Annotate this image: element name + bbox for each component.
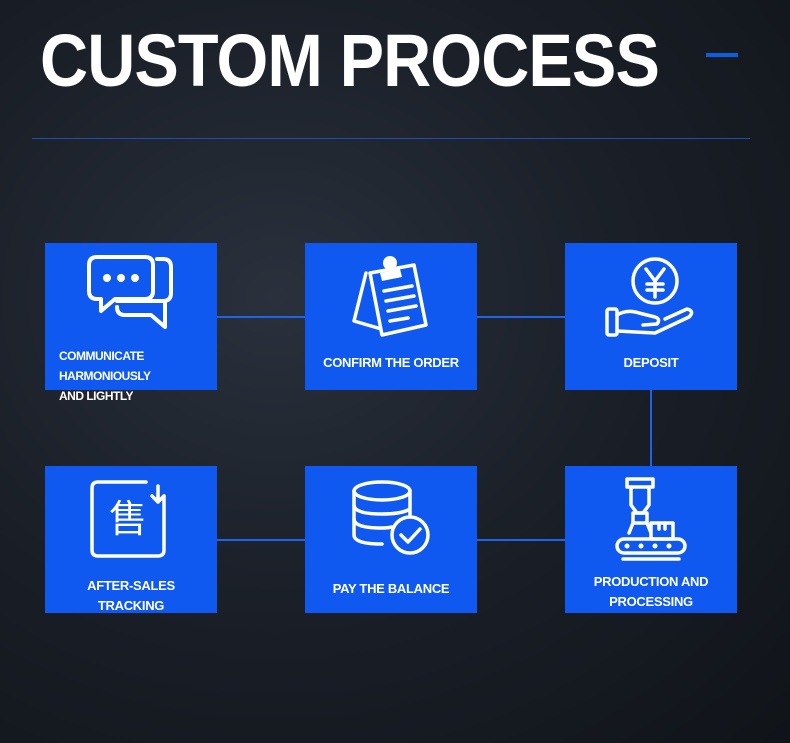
- step-label: DEPOSIT: [573, 353, 729, 373]
- step-label: CONFIRM THE ORDER: [313, 353, 469, 373]
- connector-step4-step5: [477, 539, 565, 541]
- step-deposit: DEPOSIT: [565, 243, 737, 390]
- connector-step3-step4: [650, 390, 652, 467]
- step-label-line1: AFTER-SALES TRACKING: [87, 578, 175, 613]
- step-confirm-order: CONFIRM THE ORDER: [305, 243, 477, 390]
- step-label-line1: DEPOSIT: [623, 355, 679, 370]
- clipboard-document-icon: [305, 251, 477, 341]
- step-label-line1: COMMUNICATE HARMONIOUSLY: [59, 349, 151, 383]
- service-document-icon: 售: [45, 474, 217, 564]
- step-after-sales: 售 AFTER-SALES TRACKING: [45, 466, 217, 613]
- step-label-line1: PAY THE BALANCE: [332, 581, 450, 596]
- connector-step2-step3: [477, 316, 565, 318]
- service-glyph: 售: [109, 497, 147, 541]
- yen-coin-hand-icon: [565, 251, 737, 341]
- step-communicate: COMMUNICATE HARMONIOUSLY AND LIGHTLY: [45, 243, 217, 403]
- step-label-line2: AND LIGHTLY: [59, 389, 134, 403]
- step-label: PRODUCTION AND PROCESSING: [573, 572, 729, 612]
- step-pay-balance: PAY THE BALANCE: [305, 466, 477, 613]
- accent-dash: [706, 53, 738, 57]
- step-label-line2: PROCESSING: [609, 594, 693, 609]
- step-label-line1: CONFIRM THE ORDER: [323, 355, 459, 370]
- connector-step1-step2: [217, 316, 305, 318]
- step-label-line1: PRODUCTION AND: [593, 574, 709, 589]
- step-label: COMMUNICATE HARMONIOUSLY AND LIGHTLY: [59, 346, 211, 406]
- robotic-arm-conveyor-icon: [565, 477, 737, 561]
- step-label: AFTER-SALES TRACKING: [53, 576, 209, 616]
- header-divider: [32, 138, 750, 139]
- chat-bubbles-icon: [45, 251, 217, 341]
- page-title: CUSTOM PROCESS: [40, 19, 660, 102]
- step-label: PAY THE BALANCE: [313, 579, 469, 599]
- step-production: PRODUCTION AND PROCESSING: [565, 466, 737, 613]
- connector-step5-step6: [217, 539, 305, 541]
- database-check-icon: [305, 474, 477, 564]
